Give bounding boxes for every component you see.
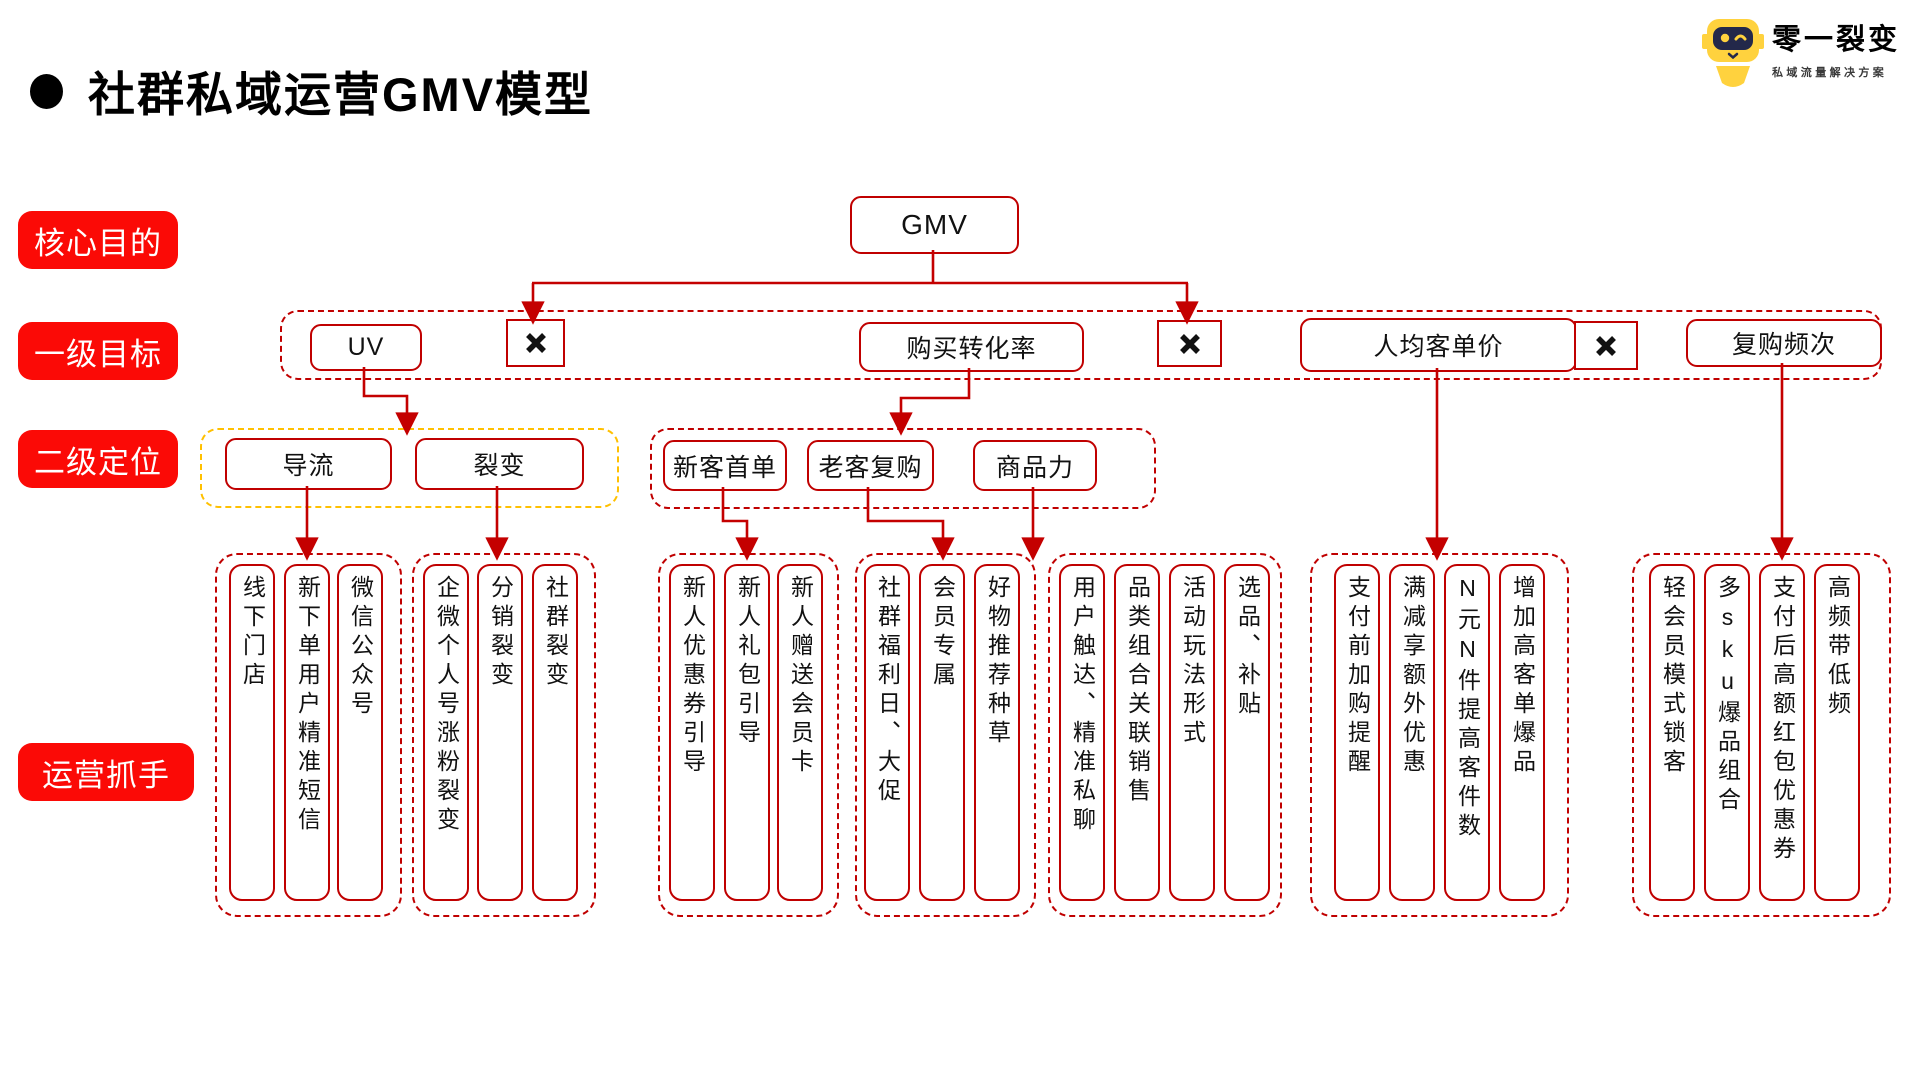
tactic-box-label: 社群福利日、大促 <box>874 575 901 807</box>
tactic-box: 分销裂变 <box>477 564 523 901</box>
node-old-customer-repurchase: 老客复购 <box>807 440 934 491</box>
tactic-box: N元N件提高客件数 <box>1444 564 1490 901</box>
page-title: 社群私域运营GMV模型 <box>88 68 594 121</box>
node-uv: UV <box>310 324 422 371</box>
tactic-box-label: 新人赠送会员卡 <box>787 575 814 778</box>
tactic-box: 线下门店 <box>229 564 275 901</box>
tactic-box-label: 支付后高额红包优惠券 <box>1769 575 1796 865</box>
row-label-operation-handles: 运营抓手 <box>18 743 194 801</box>
tactic-box-label: 新人礼包引导 <box>734 575 761 749</box>
tactic-box: 新下单用户精准短信 <box>284 564 330 901</box>
multiply-icon <box>1596 335 1616 356</box>
tactic-box-label: 新下单用户精准短信 <box>294 575 321 836</box>
tactic-box: 社群裂变 <box>532 564 578 901</box>
bullet-icon <box>30 74 63 109</box>
multiply-icon <box>525 333 546 353</box>
tactic-box-label: 企微个人号涨粉裂变 <box>433 575 460 836</box>
node-avg-order-value: 人均客单价 <box>1300 318 1577 372</box>
tactic-group: 支付前加购提醒 满减享额外优惠 N元N件提高客件数 增加高客单爆品 <box>1310 553 1569 917</box>
tactic-box-label: 用户触达、精准私聊 <box>1069 575 1096 836</box>
tactic-box: 企微个人号涨粉裂变 <box>423 564 469 901</box>
tactic-box-label: 分销裂变 <box>487 575 514 691</box>
row-label-level1-goal: 一级目标 <box>18 322 178 380</box>
tactic-group: 用户触达、精准私聊 品类组合关联销售 活动玩法形式 选品、补贴 <box>1048 553 1282 917</box>
tactic-box: 增加高客单爆品 <box>1499 564 1545 901</box>
tactic-box-label: 增加高客单爆品 <box>1509 575 1536 778</box>
tactic-box: 会员专属 <box>919 564 965 901</box>
tactic-box: 高频带低频 <box>1814 564 1860 901</box>
tactic-box: 轻会员模式锁客 <box>1649 564 1695 901</box>
node-new-customer-first-order: 新客首单 <box>663 440 787 491</box>
node-purchase-conversion: 购买转化率 <box>859 322 1084 372</box>
gmv-node: GMV <box>850 196 1019 254</box>
robot-logo-icon <box>1702 12 1764 95</box>
node-product-power: 商品力 <box>973 440 1097 491</box>
node-traffic-diversion: 导流 <box>225 438 392 490</box>
tactic-box: 支付后高额红包优惠券 <box>1759 564 1805 901</box>
tactic-group: 轻会员模式锁客 多sku爆品组合 支付后高额红包优惠券 高频带低频 <box>1632 553 1891 917</box>
tactic-group: 社群福利日、大促 会员专属 好物推荐种草 <box>855 553 1036 917</box>
tactic-box-label: 活动玩法形式 <box>1179 575 1206 749</box>
tactic-box-label: 品类组合关联销售 <box>1124 575 1151 807</box>
tactic-group: 企微个人号涨粉裂变分销裂变 社群裂变 <box>412 553 596 917</box>
tactic-box-label: 微信公众号 <box>347 575 374 720</box>
tactic-box: 好物推荐种草 <box>974 564 1020 901</box>
multiply-operator <box>1157 320 1222 367</box>
tactic-group: 线下门店 新下单用户精准短信微信公众号 <box>215 553 402 917</box>
multiply-operator <box>506 319 565 367</box>
tactic-box: 满减享额外优惠 <box>1389 564 1435 901</box>
tactic-box: 活动玩法形式 <box>1169 564 1215 901</box>
node-repurchase-frequency: 复购频次 <box>1686 319 1882 367</box>
tactic-box-label: 社群裂变 <box>542 575 569 691</box>
tactic-box-label: 线下门店 <box>239 575 266 691</box>
brand-logo: 零一裂变 私域流量解决方案 <box>1702 12 1900 95</box>
tactic-box: 社群福利日、大促 <box>864 564 910 901</box>
tactic-box: 支付前加购提醒 <box>1334 564 1380 901</box>
row-label-core-purpose: 核心目的 <box>18 211 178 269</box>
tactic-box-label: 选品、补贴 <box>1234 575 1261 720</box>
tactic-box: 新人赠送会员卡 <box>777 564 823 901</box>
tactic-box-label: 会员专属 <box>929 575 956 691</box>
tactic-box: 新人礼包引导 <box>724 564 770 901</box>
tactic-box-label: 支付前加购提醒 <box>1344 575 1371 778</box>
tactic-box: 多sku爆品组合 <box>1704 564 1750 901</box>
tactic-box-label: N元N件提高客件数 <box>1454 575 1481 842</box>
tactic-box-label: 满减享额外优惠 <box>1399 575 1426 778</box>
brand-name: 零一裂变 <box>1772 24 1901 56</box>
tactic-box: 微信公众号 <box>337 564 383 901</box>
node-fission: 裂变 <box>415 438 584 490</box>
tactic-box-label: 高频带低频 <box>1824 575 1851 720</box>
multiply-operator <box>1574 321 1638 370</box>
tactic-box: 用户触达、精准私聊 <box>1059 564 1105 901</box>
tactic-box-label: 好物推荐种草 <box>984 575 1011 749</box>
tactic-box-label: 轻会员模式锁客 <box>1659 575 1686 778</box>
brand-tagline: 私域流量解决方案 <box>1772 67 1888 79</box>
row-label-level2-positioning: 二级定位 <box>18 430 178 488</box>
tactic-box: 选品、补贴 <box>1224 564 1270 901</box>
tactic-box-label: 多sku爆品组合 <box>1714 575 1741 816</box>
tactic-group: 新人优惠券引导 新人礼包引导新人赠送会员卡 <box>658 553 839 917</box>
tactic-box-label: 新人优惠券引导 <box>679 575 706 778</box>
tactic-box: 新人优惠券引导 <box>669 564 715 901</box>
multiply-icon <box>1179 333 1200 354</box>
tactic-box: 品类组合关联销售 <box>1114 564 1160 901</box>
